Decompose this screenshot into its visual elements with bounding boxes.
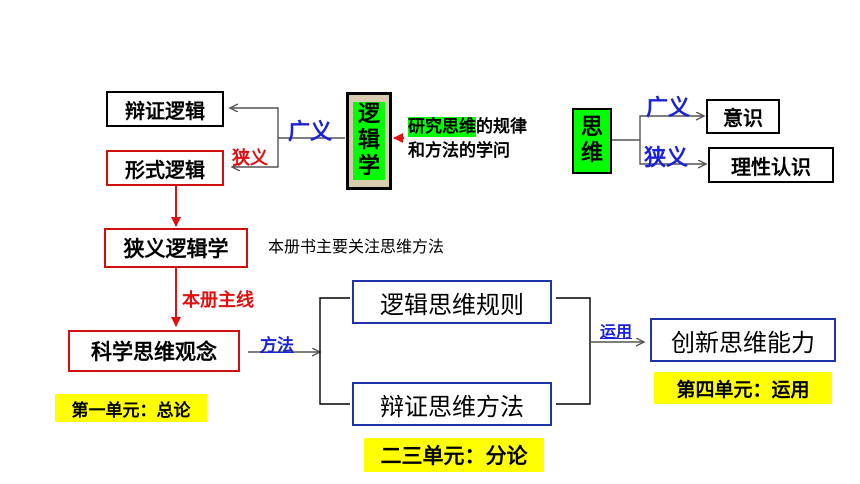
apply-label: 运用 (600, 322, 633, 341)
thinking-box: 思 维 (572, 108, 612, 174)
definition-rest: 的规律 (476, 117, 527, 137)
thinking-char-1: 思 (580, 115, 603, 140)
narrow-logic-box: 狭义逻辑学 (104, 228, 248, 268)
logic-to-formal-arrow (232, 138, 279, 167)
thinking-to-rational-arrow (639, 140, 706, 164)
rational-cognition-label: 理性认识 (731, 154, 811, 179)
dialectical-logic-box: 辩证逻辑 (106, 91, 224, 127)
logic-char-2: 辑 (357, 128, 380, 153)
logic-char-3: 学 (357, 154, 380, 179)
thinking-to-consciousness-arrow (610, 116, 704, 141)
definition-line2: 和方法的学问 (408, 141, 510, 161)
thinking-char-2: 维 (580, 141, 603, 166)
thinking-narrow-label: 狭义 (644, 146, 689, 171)
logic-rules-label: 逻辑思维规则 (380, 290, 524, 319)
unit23-label: 二三单元：分论 (364, 438, 544, 472)
narrow-logic-label: 狭义逻辑学 (123, 237, 229, 261)
unit1-label: 第一单元：总论 (55, 394, 207, 422)
innovation-ability-box: 创新思维能力 (650, 318, 836, 362)
logic-char-1: 逻 (357, 102, 380, 127)
thinking-broad-label: 广义 (646, 96, 691, 121)
method-label: 方法 (260, 336, 294, 356)
definition-text: 研究思维的规律 和方法的学问 (408, 115, 527, 163)
science-concept-box: 科学思维观念 (68, 330, 240, 372)
logic-broad-label: 广义 (288, 120, 333, 145)
unit4-label: 第四单元：运用 (654, 372, 832, 404)
formal-logic-label: 形式逻辑 (125, 157, 205, 182)
logic-rules-box: 逻辑思维规则 (352, 280, 552, 324)
left-bracket (319, 297, 350, 405)
right-bracket (556, 297, 591, 405)
consciousness-box: 意识 (706, 99, 780, 134)
focus-note: 本册书主要关注思维方法 (268, 237, 445, 256)
dialectical-methods-label: 辩证思维方法 (380, 392, 524, 421)
innovation-ability-label: 创新思维能力 (671, 328, 815, 357)
mainline-label: 本册主线 (182, 290, 254, 311)
consciousness-label: 意识 (723, 106, 763, 130)
formal-logic-box: 形式逻辑 (106, 150, 224, 186)
logic-narrow-label: 狭义 (232, 148, 268, 169)
dialectical-methods-box: 辩证思维方法 (352, 382, 552, 426)
rational-cognition-box: 理性认识 (708, 147, 834, 183)
logic-to-dialectical-arrow (230, 108, 345, 139)
science-concept-label: 科学思维观念 (91, 340, 217, 364)
logic-study-box: 逻 辑 学 (346, 92, 392, 190)
definition-highlight: 研究思维 (408, 117, 476, 137)
dialectical-logic-label: 辩证逻辑 (125, 98, 205, 123)
